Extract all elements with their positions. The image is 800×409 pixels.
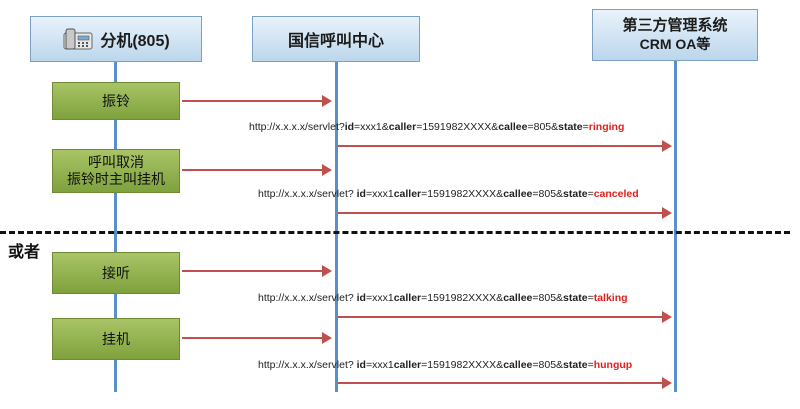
state-value: canceled (593, 188, 639, 200)
action-canceled: 呼叫取消 振铃时主叫挂机 (52, 149, 180, 193)
arrow-center-to-third-party (338, 140, 672, 152)
participant-third-party-line2: CRM OA等 (639, 36, 711, 52)
arrow-extension-to-center (182, 164, 332, 176)
action-label: 振铃 (102, 92, 130, 109)
action-label: 挂机 (102, 330, 130, 347)
callback-url: http://x.x.x.x/servlet? id=xxx1caller=15… (258, 292, 628, 304)
arrow-extension-to-center (182, 332, 332, 344)
participant-third-party-line1: 第三方管理系统 (622, 17, 728, 34)
callback-url: http://x.x.x.x/servlet?id=xxx1&caller=15… (249, 121, 625, 133)
action-talking: 接听 (52, 252, 180, 294)
arrow-center-to-third-party (338, 311, 672, 323)
participant-extension-label: 分机(805) (100, 33, 170, 50)
action-ringing: 振铃 (52, 82, 180, 120)
state-value: ringing (588, 121, 625, 133)
action-label: 接听 (102, 264, 130, 281)
alternative-separator (0, 231, 790, 234)
participant-center: 国信呼叫中心 (252, 16, 420, 62)
state-value: hungup (593, 359, 633, 371)
arrow-extension-to-center (182, 95, 332, 107)
alternative-label: 或者 (8, 244, 41, 261)
callback-url: http://x.x.x.x/servlet? id=xxx1caller=15… (258, 359, 633, 371)
action-hungup: 挂机 (52, 318, 180, 360)
lifeline-third-party (674, 61, 677, 392)
lifeline-center (335, 62, 338, 392)
callback-url: http://x.x.x.x/servlet? id=xxx1caller=15… (258, 188, 639, 200)
arrow-center-to-third-party (338, 377, 672, 389)
participant-third-party: 第三方管理系统 CRM OA等 (592, 9, 758, 61)
lifeline-extension (114, 62, 117, 392)
arrow-center-to-third-party (338, 207, 672, 219)
action-label: 呼叫取消 振铃时主叫挂机 (67, 154, 165, 187)
desk-phone-icon (63, 28, 93, 50)
arrow-extension-to-center (182, 265, 332, 277)
participant-extension: 分机(805) (30, 16, 202, 62)
state-value: talking (593, 292, 628, 304)
participant-center-label: 国信呼叫中心 (287, 33, 384, 50)
